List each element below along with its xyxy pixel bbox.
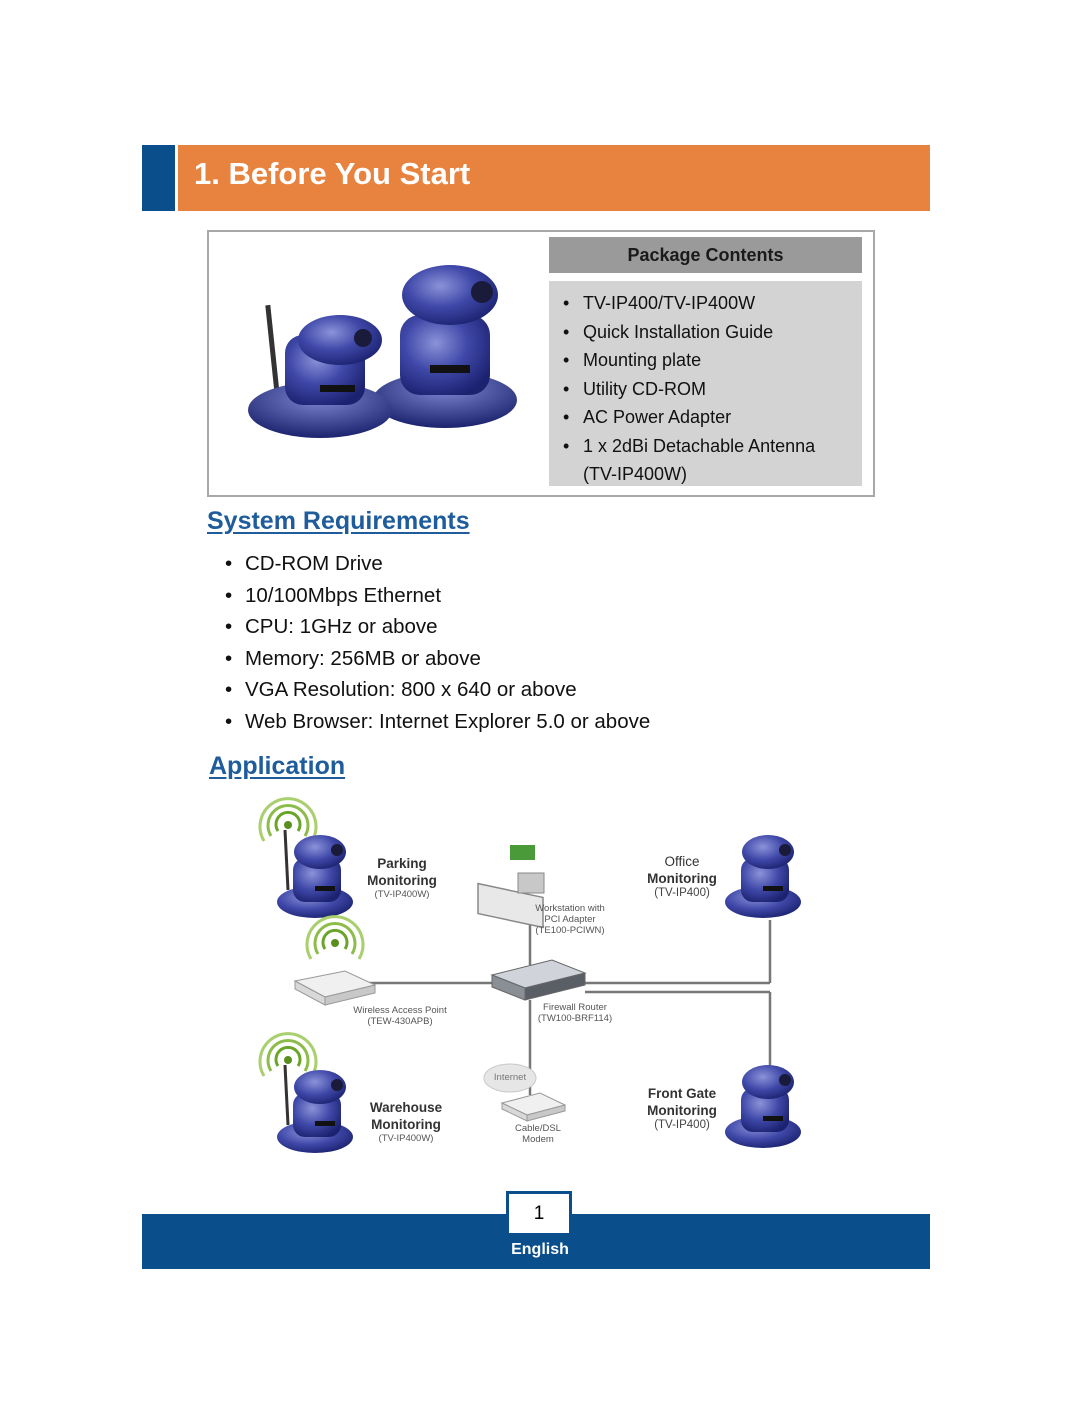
package-item: Utility CD-ROM	[561, 375, 862, 404]
page-number: 1	[506, 1191, 572, 1236]
application-diagram: Parking Monitoring (TV-IP400W) Office Mo…	[240, 795, 840, 1155]
warehouse-monitoring-label: Warehouse Monitoring (TV-IP400W)	[369, 1100, 443, 1144]
parking-monitoring-label: Parking Monitoring (TV-IP400W)	[367, 856, 437, 900]
package-item-continuation: (TV-IP400W)	[583, 464, 688, 484]
requirement-item: 10/100Mbps Ethernet	[225, 580, 650, 612]
package-item: Mounting plate	[561, 346, 862, 375]
header-accent-bar	[142, 145, 175, 211]
requirement-item: Web Browser: Internet Explorer 5.0 or ab…	[225, 706, 650, 738]
language-label: English	[511, 1241, 569, 1258]
router-label: Firewall Router (TW100-BRF114)	[537, 1002, 613, 1024]
requirements-list: CD-ROM Drive 10/100Mbps Ethernet CPU: 1G…	[225, 548, 650, 737]
modem-label: Cable/DSL Modem	[515, 1123, 561, 1145]
router-graphic	[490, 959, 587, 1001]
package-contents-heading: Package Contents	[549, 237, 862, 273]
network-diagram-graphics	[258, 797, 801, 1153]
package-item: Quick Installation Guide	[561, 318, 862, 347]
header-band	[178, 145, 930, 211]
network-links	[360, 895, 772, 1095]
pci-adapter-graphic	[477, 845, 545, 929]
package-item: 1 x 2dBi Detachable Antenna	[561, 432, 862, 461]
camera-right	[373, 265, 517, 428]
package-item: AC Power Adapter	[561, 403, 862, 432]
system-requirements-heading: System Requirements	[207, 507, 470, 535]
package-item: TV-IP400/TV-IP400W	[561, 289, 862, 318]
office-monitoring-label: Office Monitoring (TV-IP400)	[647, 854, 717, 899]
requirement-item: VGA Resolution: 800 x 640 or above	[225, 674, 650, 706]
internet-label: Internet	[493, 1072, 527, 1083]
camera-product-image	[248, 265, 517, 438]
package-contents-list: TV-IP400/TV-IP400W Quick Installation Gu…	[549, 281, 862, 486]
requirement-item: CPU: 1GHz or above	[225, 611, 650, 643]
camera-left	[248, 304, 392, 438]
requirement-item: Memory: 256MB or above	[225, 643, 650, 675]
workstation-label: Workstation with PCI Adapter (TE100-PCIW…	[535, 903, 605, 936]
access-point-label: Wireless Access Point (TEW-430APB)	[353, 1005, 447, 1027]
modem-graphic	[500, 1092, 567, 1122]
requirement-item: CD-ROM Drive	[225, 548, 650, 580]
front-gate-monitoring-label: Front Gate Monitoring (TV-IP400)	[647, 1086, 717, 1131]
page-title: 1. Before You Start	[194, 156, 471, 191]
application-heading: Application	[209, 752, 346, 780]
access-point-graphic	[293, 970, 377, 1006]
